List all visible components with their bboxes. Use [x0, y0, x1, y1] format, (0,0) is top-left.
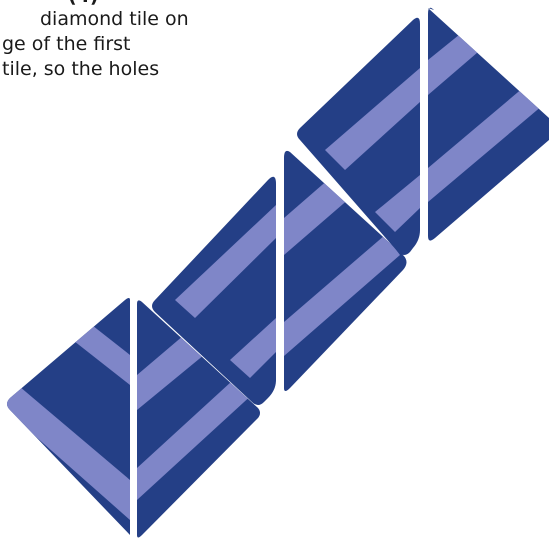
diamond-tile [0, 280, 140, 540]
diamond-tile [425, 0, 549, 250]
